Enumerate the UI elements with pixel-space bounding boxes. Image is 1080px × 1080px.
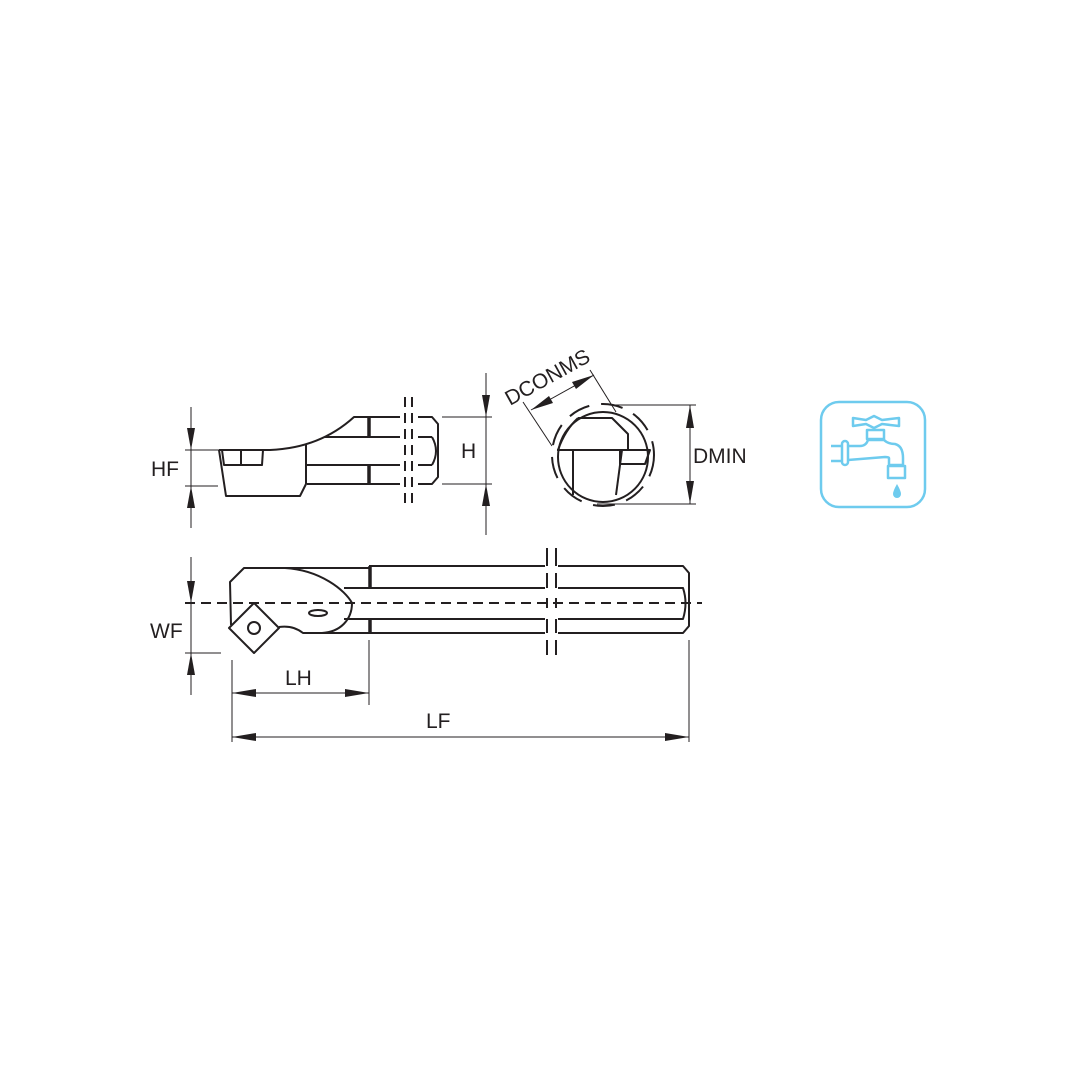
length-dimensions bbox=[231, 640, 690, 742]
side-view bbox=[218, 397, 439, 506]
dmin-label: DMIN bbox=[693, 445, 747, 468]
end-view bbox=[551, 403, 655, 507]
h-dimension bbox=[442, 373, 492, 535]
wf-dimension bbox=[185, 557, 221, 695]
lh-label: LH bbox=[285, 667, 312, 690]
dmin-dimension bbox=[597, 404, 696, 505]
hf-label: HF bbox=[151, 458, 179, 481]
top-view bbox=[185, 548, 702, 655]
coolant-faucet-icon bbox=[819, 400, 927, 509]
h-label: H bbox=[461, 440, 476, 463]
wf-label: WF bbox=[150, 620, 183, 643]
dconms-dimension bbox=[522, 369, 617, 447]
lf-label: LF bbox=[426, 710, 451, 733]
hf-dimension bbox=[185, 407, 219, 528]
